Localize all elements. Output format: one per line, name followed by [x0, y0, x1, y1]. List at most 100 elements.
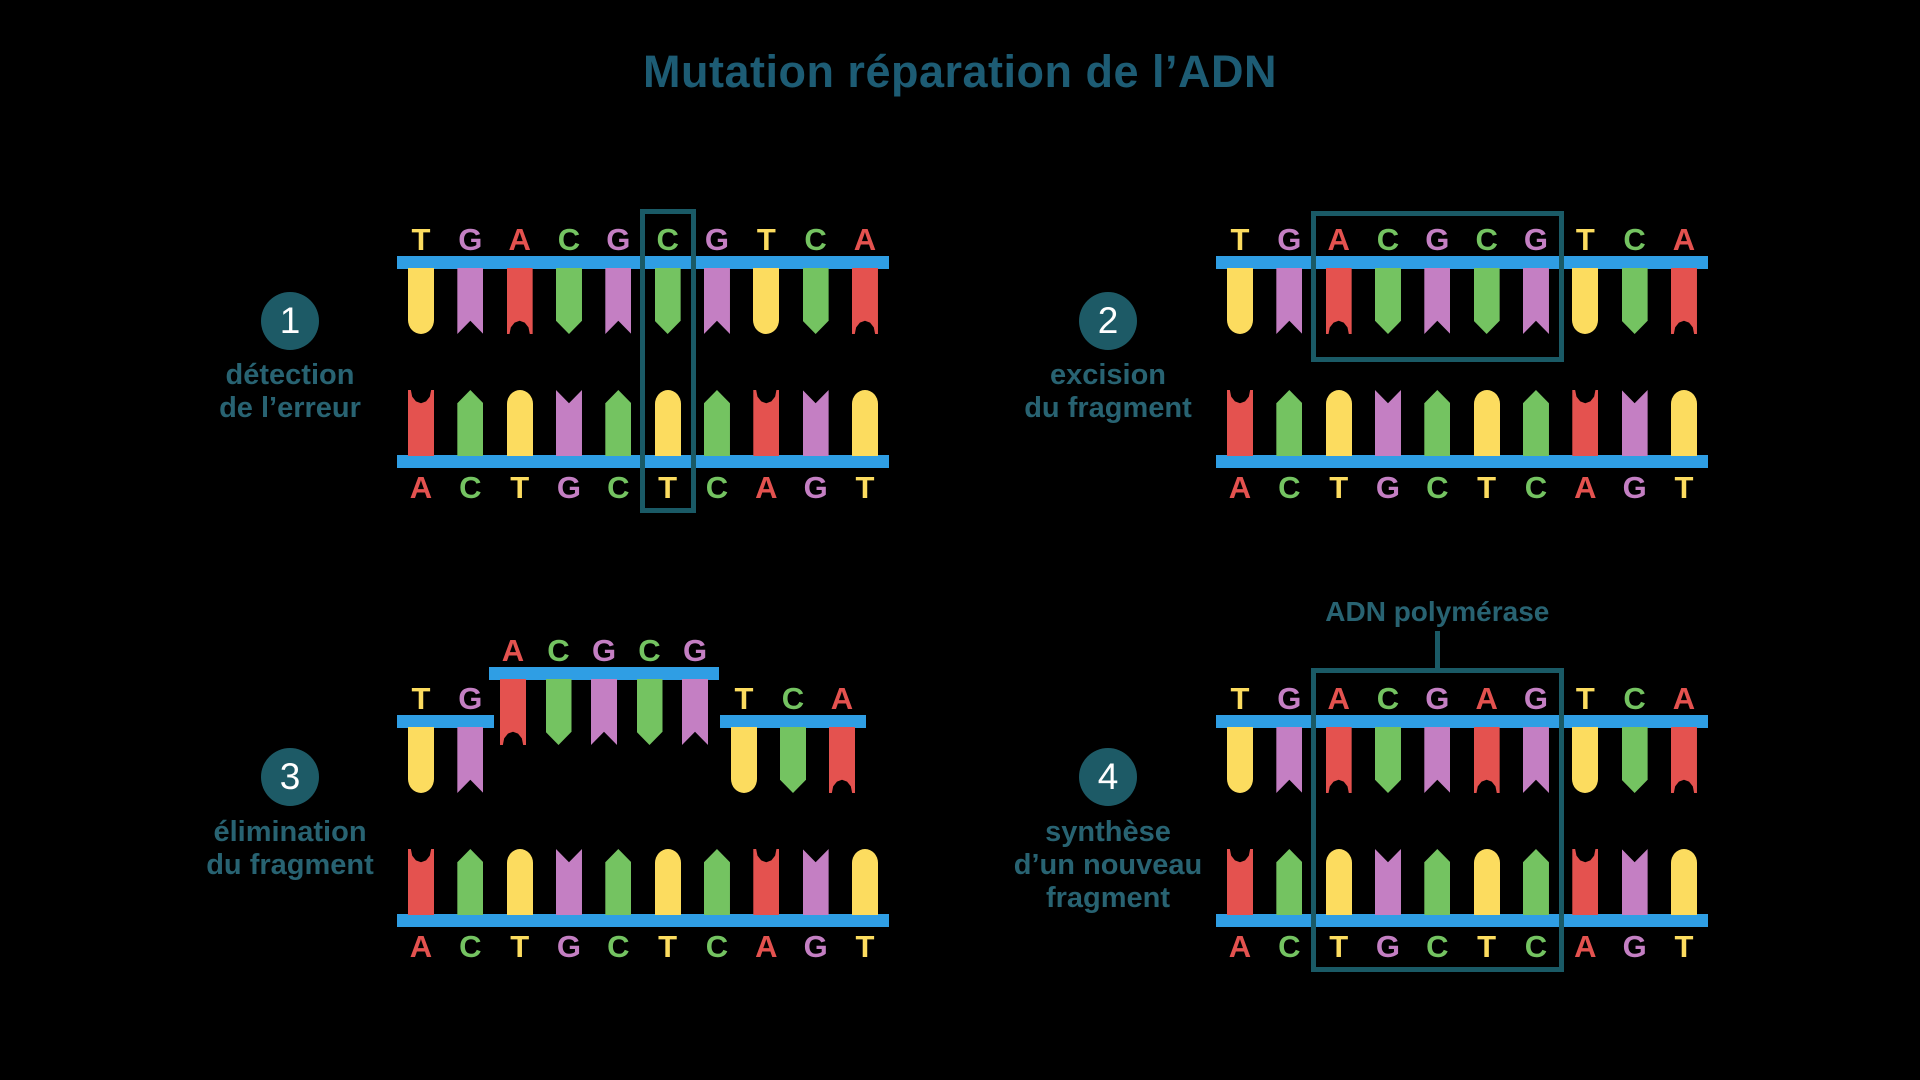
base-letter-C: C — [1426, 929, 1449, 964]
base-letter-A: A — [1475, 681, 1498, 716]
base-letter-C: C — [459, 929, 482, 964]
dna-backbone — [1216, 256, 1708, 269]
base-letter-G: G — [1425, 222, 1450, 257]
nucleotide-C — [636, 679, 663, 745]
base-letter-C: C — [607, 929, 630, 964]
base-letter-G: G — [803, 470, 828, 505]
base-letter-C: C — [1623, 222, 1646, 257]
nucleotide-C — [1424, 849, 1451, 915]
step-label-line: excision — [1049, 359, 1167, 391]
annotation-label: ADN polymérase — [1325, 596, 1550, 627]
base-letter-C: C — [1376, 222, 1400, 257]
base-letter-C: C — [557, 222, 581, 257]
dna-backbone — [1216, 455, 1708, 468]
base-letter-C: C — [1524, 929, 1548, 964]
step-number-circle: 1 — [261, 292, 319, 350]
nucleotide-T — [1227, 268, 1253, 334]
base-letter-G: G — [606, 222, 631, 257]
dna-backbone — [397, 914, 889, 927]
step-number-circle: 2 — [1079, 292, 1137, 350]
base-letter-G: G — [1375, 929, 1401, 964]
base-letter-C: C — [1524, 470, 1548, 505]
nucleotide-C — [780, 727, 806, 793]
nucleotide-A — [1572, 849, 1599, 915]
base-letter-G: G — [458, 222, 483, 257]
nucleotide-G — [591, 679, 617, 745]
base-letter-A: A — [501, 633, 525, 668]
dna-backbone — [1216, 715, 1708, 728]
nucleotide-A — [408, 849, 434, 915]
base-letter-T: T — [1674, 929, 1694, 964]
base-letter-C: C — [607, 470, 630, 505]
step-label-line: d’un nouveau — [1013, 849, 1203, 881]
dna-backbone — [397, 715, 495, 728]
nucleotide-T — [1670, 390, 1697, 456]
step-label-line: de l’erreur — [219, 392, 361, 424]
nucleotide-G — [802, 390, 829, 456]
base-letter-C: C — [547, 633, 570, 668]
nucleotide-C — [457, 849, 484, 915]
base-letter-G: G — [458, 681, 483, 716]
nucleotide-A — [506, 268, 533, 334]
step-label-line: fragment — [1045, 882, 1171, 914]
base-letter-A: A — [409, 929, 433, 964]
nucleotide-G — [703, 268, 730, 334]
nucleotide-C — [1276, 390, 1303, 456]
nucleotide-T — [1473, 849, 1500, 915]
base-letter-T: T — [756, 222, 776, 257]
base-letter-C: C — [1278, 470, 1301, 505]
nucleotide-G — [457, 268, 484, 334]
base-letter-C: C — [459, 470, 482, 505]
base-letter-G: G — [704, 222, 730, 257]
nucleotide-G — [1621, 390, 1648, 456]
nucleotide-T — [1325, 849, 1352, 915]
step-label-line: synthèse — [1045, 816, 1171, 848]
nucleotide-T — [408, 727, 434, 793]
base-letter-A: A — [1574, 929, 1597, 964]
step-label-line: du fragment — [206, 849, 374, 881]
base-letter-T: T — [855, 929, 875, 964]
base-letter-T: T — [1674, 470, 1694, 505]
nucleotide-A — [753, 849, 780, 915]
base-letter-T: T — [411, 681, 431, 716]
nucleotide-T — [408, 268, 434, 334]
nucleotide-C — [1621, 727, 1648, 793]
base-letter-C: C — [705, 470, 729, 505]
base-letter-G: G — [1523, 222, 1549, 257]
base-letter-T: T — [1477, 929, 1497, 964]
nucleotide-C — [703, 390, 730, 456]
nucleotide-T — [1670, 849, 1697, 915]
base-letter-C: C — [1376, 681, 1400, 716]
nucleotide-C — [1374, 727, 1401, 793]
base-letter-T: T — [1329, 470, 1349, 505]
nucleotide-G — [1276, 268, 1303, 334]
nucleotide-C — [802, 268, 829, 334]
nucleotide-C — [1374, 268, 1401, 334]
nucleotide-C — [1424, 390, 1451, 456]
dna-backbone — [720, 715, 866, 728]
nucleotide-T — [731, 727, 757, 793]
step-label-line: du fragment — [1024, 392, 1192, 424]
step-label-line: élimination — [213, 816, 367, 848]
base-letter-G: G — [1622, 470, 1647, 505]
nucleotide-G — [1374, 390, 1401, 456]
base-letter-G: G — [803, 929, 828, 964]
nucleotide-A — [1572, 390, 1599, 456]
nucleotide-C — [1276, 849, 1303, 915]
base-letter-A: A — [755, 470, 778, 505]
base-letter-A: A — [755, 929, 778, 964]
nucleotide-T — [506, 390, 533, 456]
nucleotide-C — [605, 390, 632, 456]
highlight-box — [1310, 668, 1564, 972]
nucleotide-T — [654, 390, 681, 456]
base-letter-A: A — [853, 222, 877, 257]
step-label-line: détection — [225, 359, 355, 391]
nucleotide-G — [457, 727, 484, 793]
base-letter-A: A — [1574, 470, 1597, 505]
base-letter-T: T — [855, 470, 875, 505]
nucleotide-T — [1473, 390, 1500, 456]
nucleotide-A — [829, 727, 855, 793]
base-letter-C: C — [1623, 681, 1646, 716]
nucleotide-T — [851, 390, 878, 456]
step-number-circle: 4 — [1079, 748, 1137, 806]
